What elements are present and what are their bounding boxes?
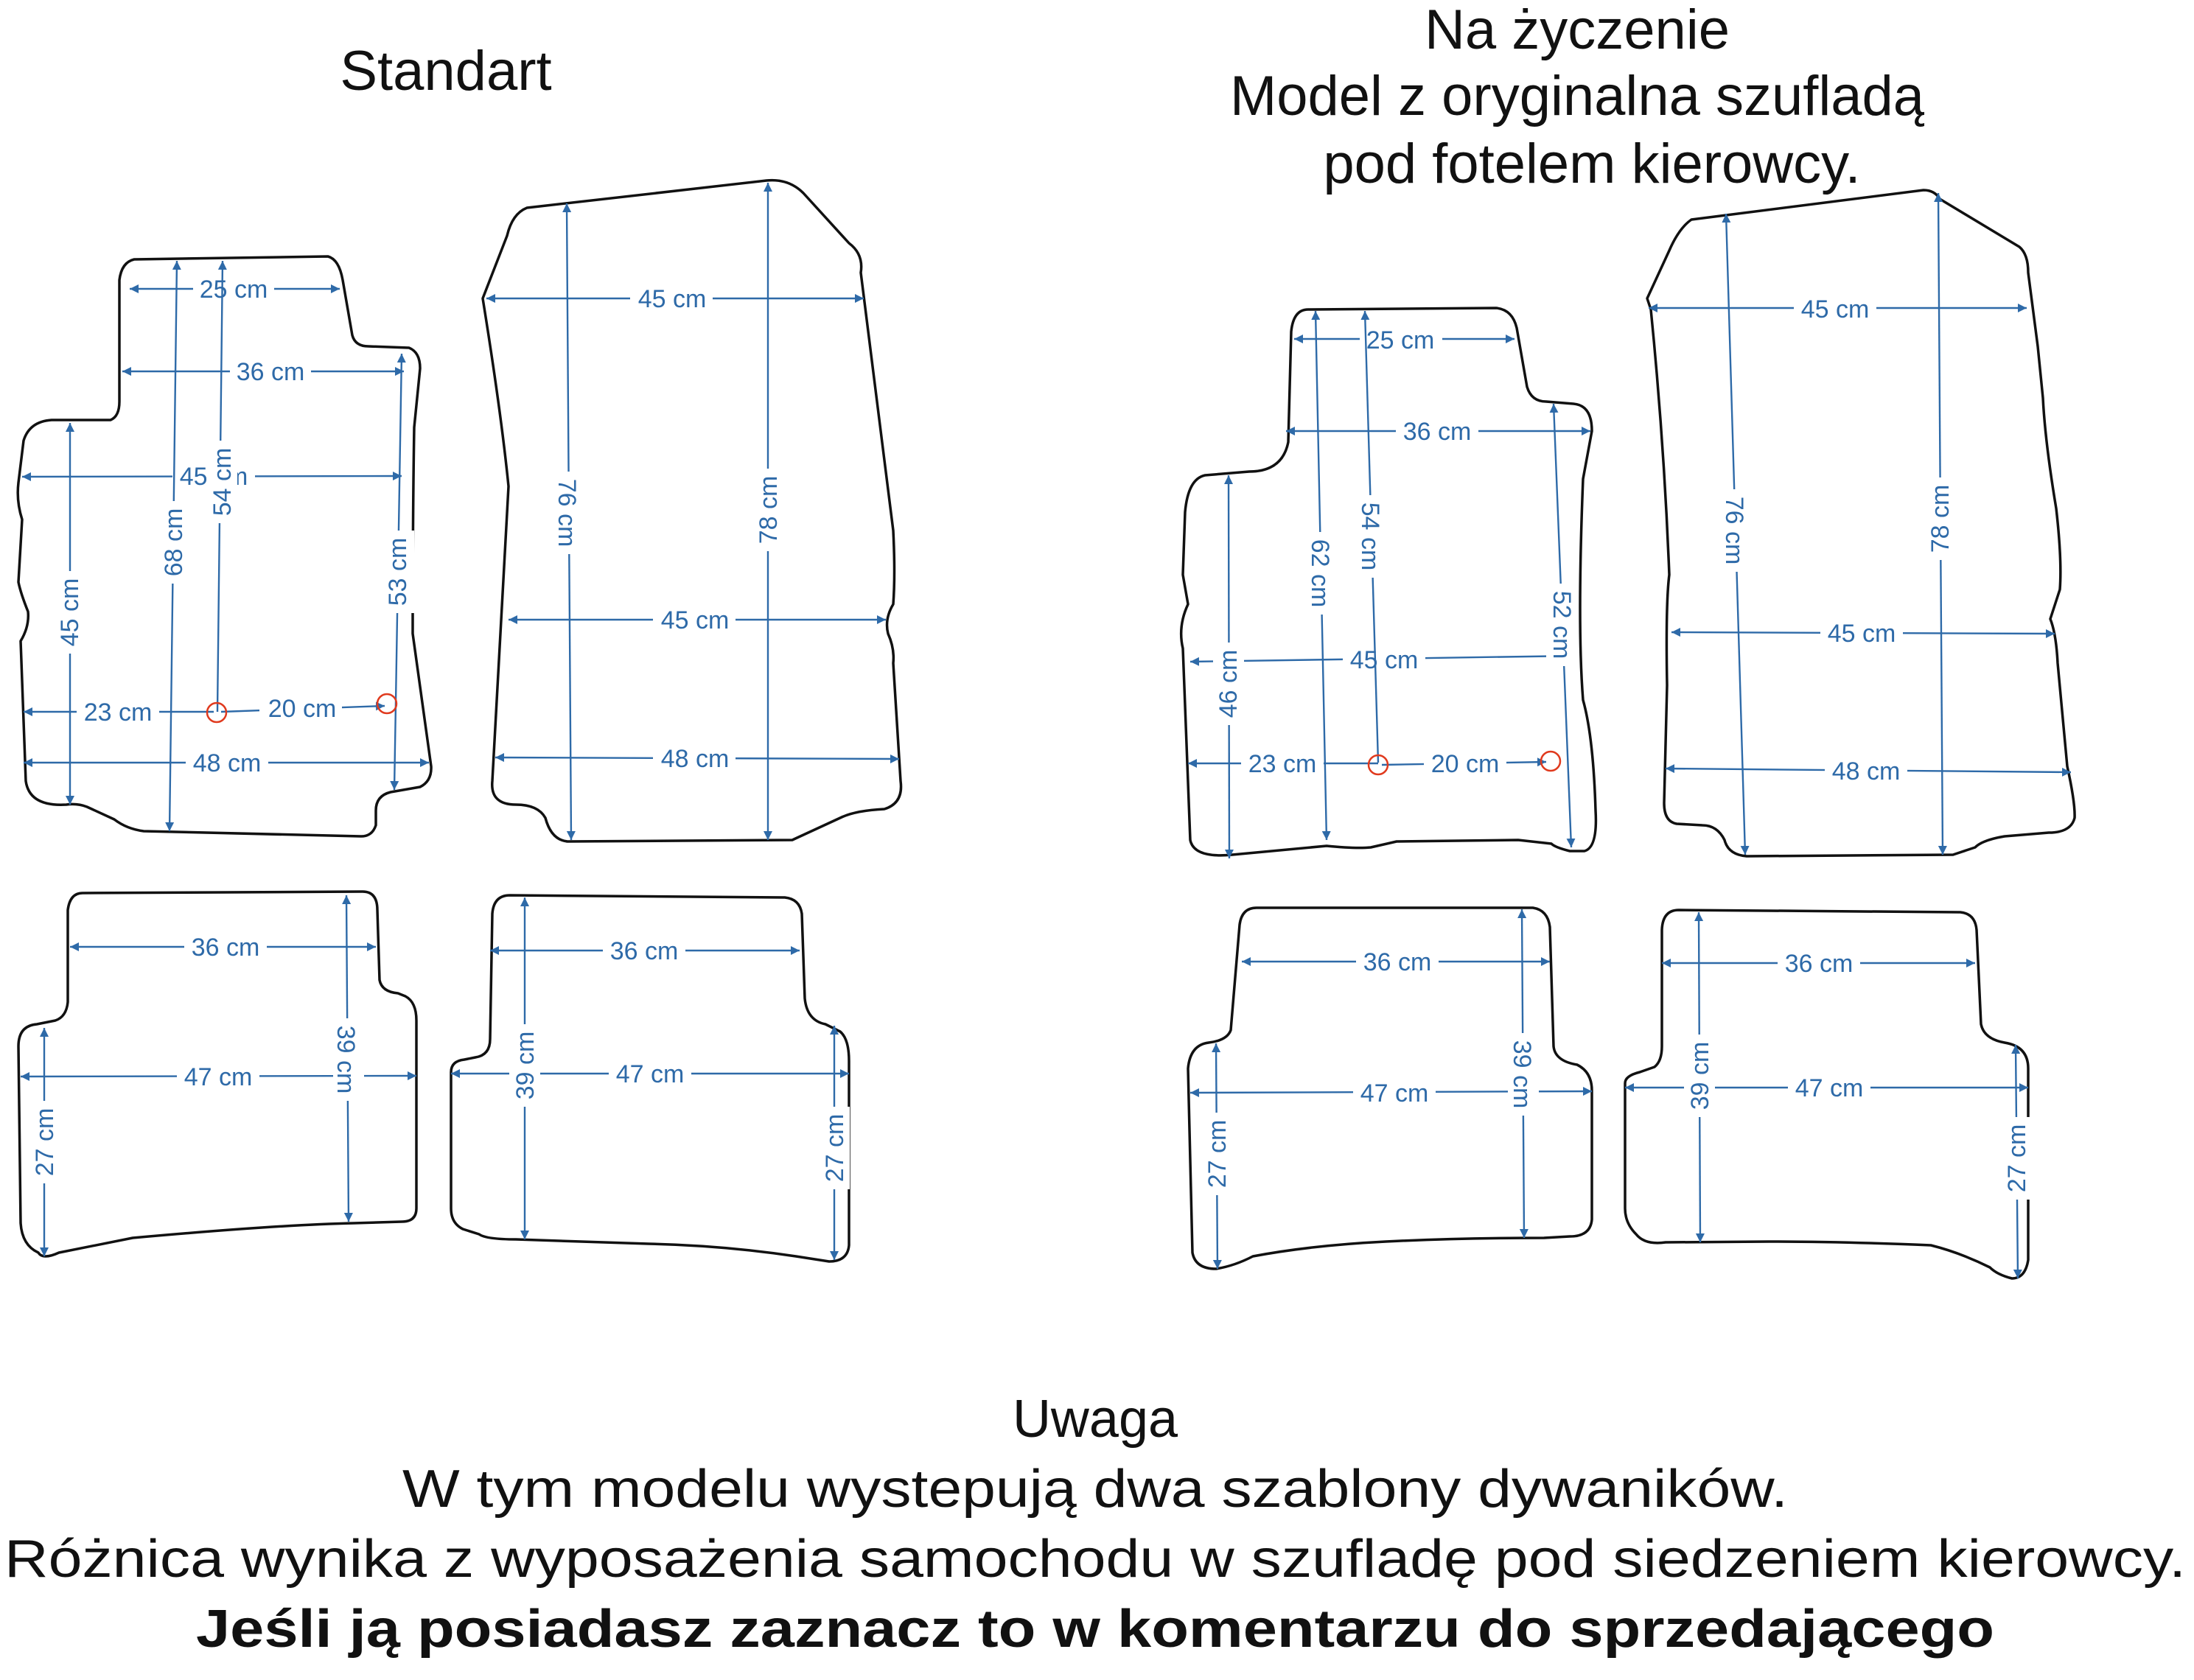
note-line-1: W tym modelu wystepują dwa szablony dywa… xyxy=(402,1460,1788,1519)
std-passenger-mid-width: 45 cm xyxy=(661,606,730,634)
custom-rear-left-mat: 36 cm 47 cm 39 cm 27 cm xyxy=(1187,906,1593,1270)
mat-outline xyxy=(16,255,433,838)
heading-custom-line2: Model z oryginalna szufladą xyxy=(1230,65,1925,127)
std-passenger-bottom-width: 48 cm xyxy=(661,745,730,773)
cus-driver-right-height: 52 cm xyxy=(1548,591,1576,659)
std-rear-right-right-height: 27 cm xyxy=(821,1114,849,1183)
heading-standard: Standart xyxy=(340,40,551,102)
cus-rear-left-left-height: 27 cm xyxy=(1203,1120,1231,1189)
heading-custom-line1: Na życzenie xyxy=(1425,0,1730,61)
marker-circle xyxy=(1540,750,1562,772)
mat-outline xyxy=(1179,307,1598,857)
heading-custom-line3: pod fotelem kierowcy. xyxy=(1323,133,1860,195)
std-driver-bottom-width: 48 cm xyxy=(193,749,262,777)
marker-circle xyxy=(206,701,228,724)
cus-driver-mid-width: 45 cm xyxy=(1350,646,1419,674)
std-rear-right-left-height: 39 cm xyxy=(511,1032,539,1100)
std-driver-left-full-height: 68 cm xyxy=(160,508,188,577)
standard-rear-left-mat: 36 cm 47 cm 39 cm 27 cm xyxy=(17,890,418,1258)
std-driver-left-height: 45 cm xyxy=(56,578,84,647)
cus-driver-top-width: 25 cm xyxy=(1366,326,1435,354)
mat-outline xyxy=(1624,909,2030,1280)
std-rear-left-bottom-width: 47 cm xyxy=(184,1063,253,1091)
mat-outline xyxy=(481,178,903,843)
note-title: Uwaga xyxy=(1013,1390,1178,1449)
std-driver-to-marker-left: 23 cm xyxy=(84,699,153,727)
std-rear-right-bottom-width: 47 cm xyxy=(616,1060,685,1088)
std-rear-left-left-height: 27 cm xyxy=(31,1108,59,1177)
std-rear-left-right-height: 39 cm xyxy=(332,1026,360,1094)
cus-rear-left-top-width: 36 cm xyxy=(1363,948,1432,976)
cus-passenger-right-height: 78 cm xyxy=(1926,485,1954,553)
note-line-3: Jeśli ją posiadasz zaznacz to w komentar… xyxy=(196,1600,1994,1659)
cus-passenger-top-width: 45 cm xyxy=(1801,295,1870,323)
std-passenger-right-height: 78 cm xyxy=(755,476,783,545)
custom-driver-mat: 25 cm 36 cm 45 cm 23 cm 20 cm 46 cm 62 c… xyxy=(1179,307,1598,859)
custom-set: 25 cm 36 cm 45 cm 23 cm 20 cm 46 cm 62 c… xyxy=(1179,189,2076,1280)
std-driver-to-marker-right: 20 cm xyxy=(268,695,337,723)
std-driver-top-width: 25 cm xyxy=(200,276,268,304)
custom-passenger-mat: 45 cm 45 cm 48 cm 76 cm 78 cm xyxy=(1646,189,2076,858)
standard-set: 25 cm 36 cm 45 cm 48 cm 23 cm 20 cm 45 c… xyxy=(16,178,903,1263)
mat-outline xyxy=(17,890,418,1258)
cus-driver-upper-width: 36 cm xyxy=(1403,418,1472,446)
standard-passenger-mat: 45 cm 45 cm 48 cm 76 cm 78 cm xyxy=(481,178,903,843)
std-driver-center-height: 54 cm xyxy=(209,448,237,517)
std-driver-right-height: 53 cm xyxy=(384,538,412,606)
cus-rear-left-right-height: 39 cm xyxy=(1508,1040,1536,1109)
cus-passenger-left-height: 76 cm xyxy=(1720,497,1748,565)
mat-outline xyxy=(450,894,850,1263)
mat-outline xyxy=(1646,189,2076,858)
marker-circle xyxy=(1367,754,1389,776)
cus-driver-to-marker-right: 20 cm xyxy=(1431,750,1500,778)
note-block: Uwaga W tym modelu wystepują dwa szablon… xyxy=(4,1390,2186,1659)
std-passenger-left-height: 76 cm xyxy=(553,479,581,547)
cus-driver-left-height: 46 cm xyxy=(1215,650,1243,718)
cus-driver-center-height: 54 cm xyxy=(1356,503,1384,571)
std-driver-upper-width: 36 cm xyxy=(237,358,305,386)
cus-rear-left-bottom-width: 47 cm xyxy=(1360,1079,1429,1107)
std-rear-left-top-width: 36 cm xyxy=(192,934,260,962)
marker-circle xyxy=(376,693,398,715)
standard-rear-right-mat: 36 cm 47 cm 39 cm 27 cm xyxy=(450,894,850,1263)
note-line-2: Różnica wynika z wyposażenia samochodu w… xyxy=(4,1530,2186,1589)
standard-driver-mat: 25 cm 36 cm 45 cm 48 cm 23 cm 20 cm 45 c… xyxy=(16,255,433,838)
mat-outline xyxy=(1187,906,1593,1270)
cus-rear-right-bottom-width: 47 cm xyxy=(1795,1074,1864,1102)
cus-rear-right-top-width: 36 cm xyxy=(1785,950,1854,978)
cus-passenger-mid-width: 45 cm xyxy=(1828,620,1896,648)
cus-passenger-bottom-width: 48 cm xyxy=(1832,757,1901,785)
cus-rear-right-right-height: 27 cm xyxy=(2003,1124,2031,1193)
custom-rear-right-mat: 36 cm 47 cm 39 cm 27 cm xyxy=(1624,909,2032,1280)
std-passenger-top-width: 45 cm xyxy=(638,285,707,313)
cus-rear-right-left-height: 39 cm xyxy=(1686,1042,1714,1110)
std-rear-right-top-width: 36 cm xyxy=(610,937,679,965)
cus-driver-left-full-height: 62 cm xyxy=(1306,539,1334,608)
cus-driver-bottom-width: 23 cm xyxy=(1248,750,1317,778)
